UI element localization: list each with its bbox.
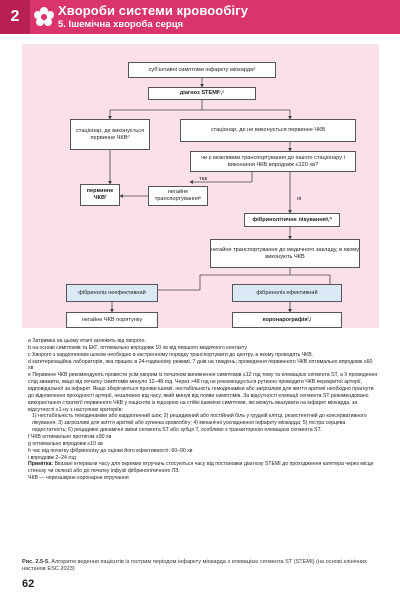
flower-icon — [34, 7, 54, 26]
caption-label: Рис. 2.5-5. — [22, 559, 50, 565]
note-f: f ЧКВ оптимально протягом ≤90 хв — [28, 434, 112, 441]
diagnosis-box: діагноз STEMIᵇ,ᶜ — [148, 87, 256, 100]
section-title: 5. Ішемічна хвороба серця — [58, 19, 184, 30]
abbreviation-note: ЧКВ — черезшкірне коронарне втручання — [28, 475, 129, 482]
note-e-list: 1) нестабільність гемодинаміки або карді… — [32, 413, 367, 434]
stationary-no-pci-box: стаціонар, де не виконується первинне ЧК… — [180, 119, 356, 142]
figure-caption: Рис. 2.5-5. Алгоритм ведення пацієнтів і… — [22, 559, 382, 574]
note-i: i впродовж 2–24 год — [28, 454, 76, 461]
note-e: e Первинне ЧКВ рекомендують провести усі… — [28, 372, 378, 413]
label-yes: так — [198, 176, 208, 182]
chapter-number: 2 — [0, 0, 30, 34]
transport-center-box: негайне транспортування до медичного зак… — [210, 239, 360, 268]
chapter-title: Хвороби системи кровообігу — [58, 3, 249, 18]
question-box: чи є можливим транспортування до іншого … — [190, 151, 356, 172]
note-h: h час від початку фібринолізу до оцінки … — [28, 447, 193, 454]
remark-label: Примітка: — [28, 461, 54, 468]
rescue-pci-label: негайне ЧКВ порятунку — [81, 316, 143, 323]
note-c: c Хворого з кардіогенним шоком необхідно… — [28, 351, 314, 358]
symptoms-box: суб'єктивні симптоми інфаркту міокардаᵃ — [128, 62, 276, 78]
page-number: 62 — [22, 578, 35, 590]
rescue-pci-box: негайне ЧКВ порятунку — [66, 312, 158, 328]
fibrinolysis-failed-box: фібриноліз неефективний — [66, 284, 158, 302]
fibrinolysis-effective-box: фібриноліз ефективний — [232, 284, 342, 302]
coronarography-box: коронарографіяⁱ,ʲ — [232, 312, 342, 328]
footnotes: a Затримка на цьому етапі залежить від х… — [28, 338, 378, 482]
chapter-header: 2 Хвороби системи кровообігу 5. Ішемічна… — [0, 0, 400, 34]
note-d: d катетеризаційна лабораторія, яка працю… — [28, 358, 373, 372]
note-g: g оптимально впродовж ≤10 хв — [28, 440, 103, 447]
remark: Примітка: Вказані інтервали часу для окр… — [28, 461, 378, 475]
stationary-pci-box: стаціонар, де виконується первинне ЧКВᵈ — [70, 119, 150, 150]
caption-text: Алгоритм ведення пацієнтів із гострим пе… — [22, 559, 367, 573]
note-a: a Затримка на цьому етапі залежить від х… — [28, 338, 146, 344]
note-b: b на основі симптомів та ЕКГ, оптимально… — [28, 344, 247, 351]
primary-pci-box: первинне ЧКВᶠ — [80, 184, 120, 206]
transport-box: негайне транспортуванняᵉ — [148, 186, 208, 206]
remark-text: Вказані інтервали часу для окремих втруч… — [28, 461, 374, 475]
fibrinolysis-box: фібринолітичне лікуванняᵍ,ʰ — [244, 213, 340, 227]
label-no: ні — [296, 196, 302, 202]
